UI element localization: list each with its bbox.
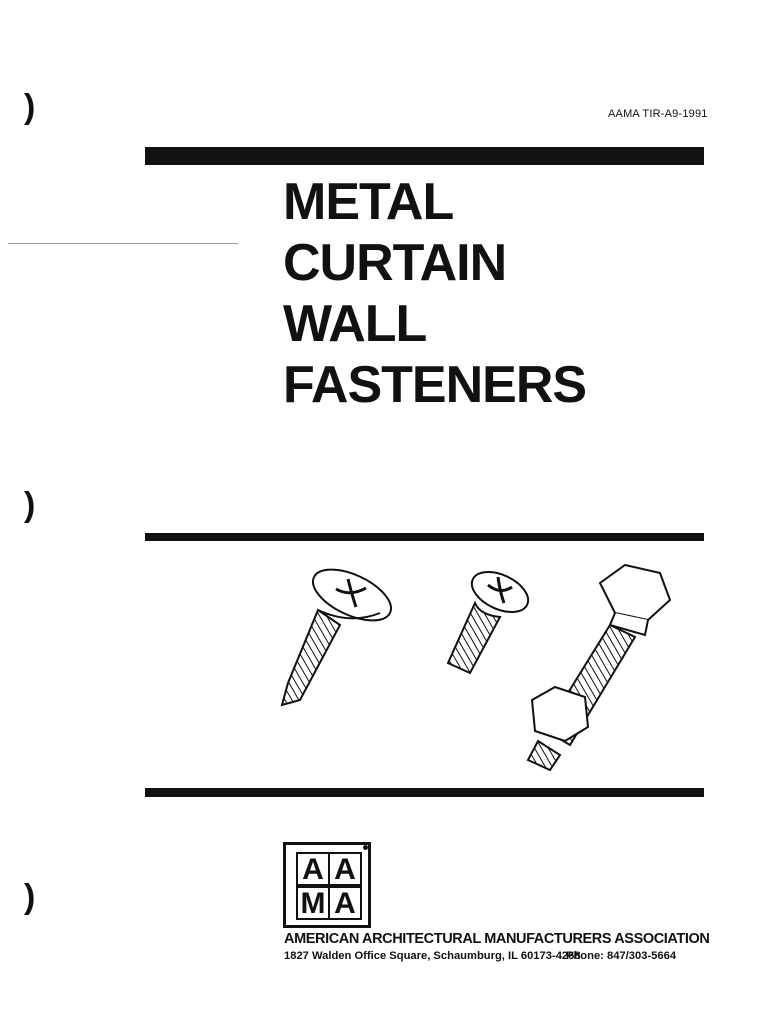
hex-bolt-with-nut-icon bbox=[526, 563, 672, 772]
logo-frame bbox=[283, 842, 371, 928]
title-line: METAL bbox=[283, 173, 454, 231]
flat-head-screw-icon bbox=[280, 568, 392, 707]
logo-letter: M bbox=[296, 886, 330, 920]
logo-letter: A bbox=[328, 886, 362, 920]
organization-address: 1827 Walden Office Square, Schaumburg, I… bbox=[284, 950, 581, 962]
logo-letter: A bbox=[328, 852, 362, 886]
binder-hole-mark: ) bbox=[24, 878, 36, 916]
registered-mark-icon bbox=[363, 845, 368, 850]
organization-name: AMERICAN ARCHITECTURAL MANUFACTURERS ASS… bbox=[284, 931, 710, 947]
title-line: FASTENERS bbox=[283, 356, 587, 414]
title-line: WALL bbox=[283, 295, 427, 353]
title-line: CURTAIN bbox=[283, 234, 507, 292]
logo-letter: A bbox=[296, 852, 330, 886]
fasteners-illustration bbox=[280, 563, 672, 772]
document-id: AAMA TIR-A9-1991 bbox=[608, 108, 708, 120]
binder-hole-mark: ) bbox=[24, 88, 36, 126]
scan-edge-line bbox=[8, 243, 238, 244]
pan-head-screw-icon bbox=[446, 571, 530, 675]
middle-rule-bar bbox=[145, 533, 704, 541]
binder-hole-mark: ) bbox=[24, 486, 36, 524]
top-rule-bar bbox=[145, 147, 704, 165]
organization-phone: Phone: 847/303-5664 bbox=[566, 950, 677, 962]
aama-logo: A A M A bbox=[283, 842, 371, 928]
bottom-rule-bar bbox=[145, 788, 704, 797]
page-title: METAL CURTAIN WALL FASTENERS bbox=[283, 172, 587, 416]
